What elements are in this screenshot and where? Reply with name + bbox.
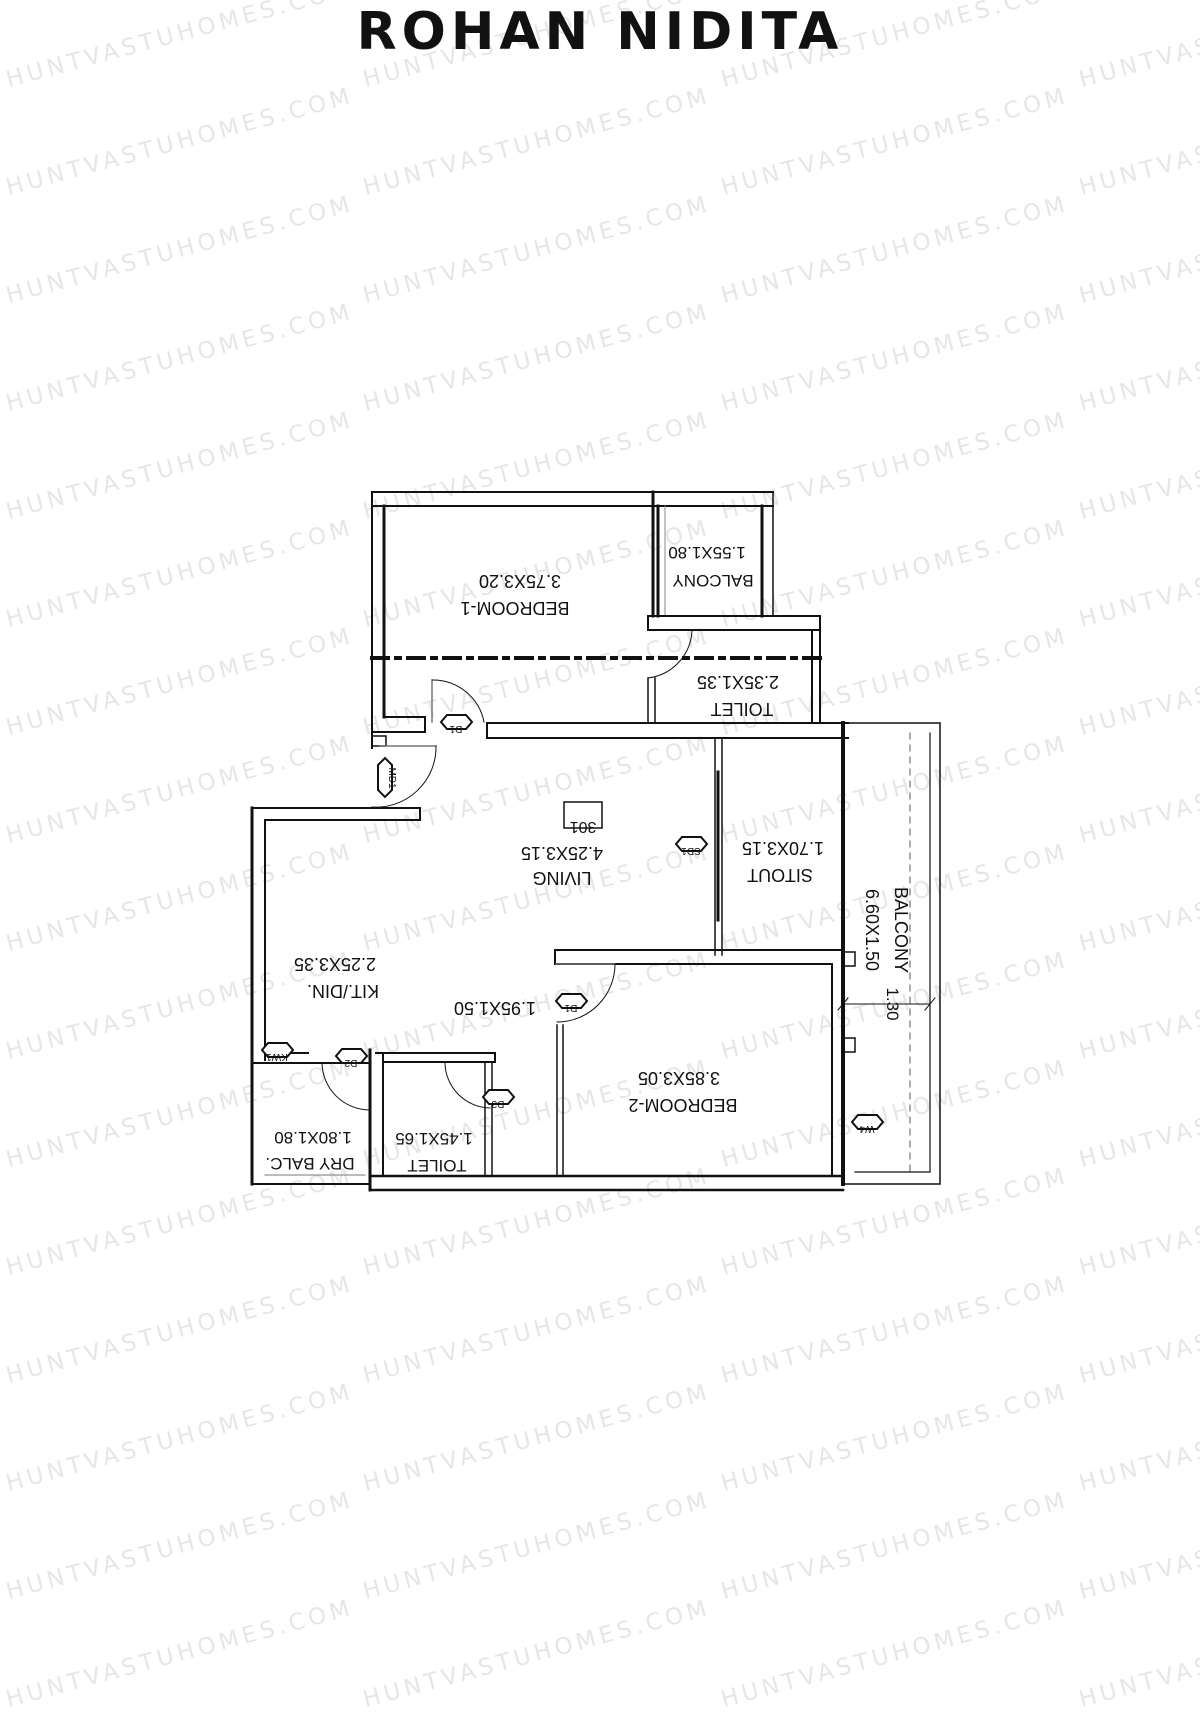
tag-d1-bottom-label: D1 — [564, 1002, 577, 1013]
tag-sd1-label: SD1 — [681, 845, 701, 856]
room-balcony-large-size: 6.60X1.50 — [862, 889, 882, 971]
tag-md1 — [377, 756, 393, 799]
room-drybalc-name: DRY BALC. — [265, 1154, 354, 1173]
tag-w4 — [850, 1114, 885, 1130]
tag-kw1 — [260, 1042, 295, 1058]
room-drybalc-size: 1.80X1.80 — [274, 1128, 352, 1147]
room-bedroom2-size: 3.85X3.05 — [638, 1068, 720, 1088]
page-title: ROHAN NIDITA — [356, 2, 844, 62]
room-bedroom1-size: 3.75X3.20 — [479, 571, 561, 591]
unit-number: 301 — [570, 818, 597, 835]
room-toilet1-name: TOILET — [711, 699, 774, 719]
tag-d2-label: D2 — [344, 1057, 357, 1068]
room-sitout-name: SITOUT — [747, 865, 813, 885]
room-bedroom1-name: BEDROOM-1 — [460, 598, 569, 618]
tag-d3-label: D3 — [491, 1098, 504, 1109]
unit-number-box — [563, 801, 603, 829]
dimension-label: 1.30 — [883, 987, 902, 1020]
tag-kw1-label: KW1 — [266, 1051, 288, 1062]
tag-md1-label: MD1 — [386, 767, 397, 789]
room-bedroom2-name: BEDROOM-2 — [628, 1095, 737, 1115]
room-toilet1-size: 2.35X1.35 — [697, 672, 779, 692]
room-passage-size: 1.95X1.50 — [454, 998, 536, 1018]
room-toilet2-name: TOILET — [407, 1156, 466, 1175]
tag-d1-top — [439, 714, 474, 730]
room-sitout-size: 1.70X3.15 — [742, 838, 824, 858]
tag-sd1 — [674, 836, 709, 852]
room-living-size: 4.25X3.15 — [521, 843, 603, 863]
room-kitdin-name: KIT./DIN. — [307, 981, 379, 1001]
room-kitdin-size: 2.25X3.35 — [294, 954, 376, 974]
wall-bedroom1-top — [371, 491, 774, 507]
tag-d1-bottom — [554, 993, 589, 1009]
room-living-name: LIVING — [532, 868, 591, 888]
room-toilet2-size: 1.45X1.65 — [395, 1129, 473, 1148]
tag-d3 — [481, 1089, 516, 1105]
tag-d1-top-label: D1 — [449, 723, 462, 734]
room-balcony-large-name: BALCONY — [891, 887, 911, 973]
tag-d2 — [334, 1048, 369, 1064]
room-balcony-small-size: 1.55X1.80 — [668, 543, 746, 562]
tag-w4-label: W4 — [859, 1123, 874, 1134]
room-balcony-small-name: BALCONY — [672, 571, 753, 590]
